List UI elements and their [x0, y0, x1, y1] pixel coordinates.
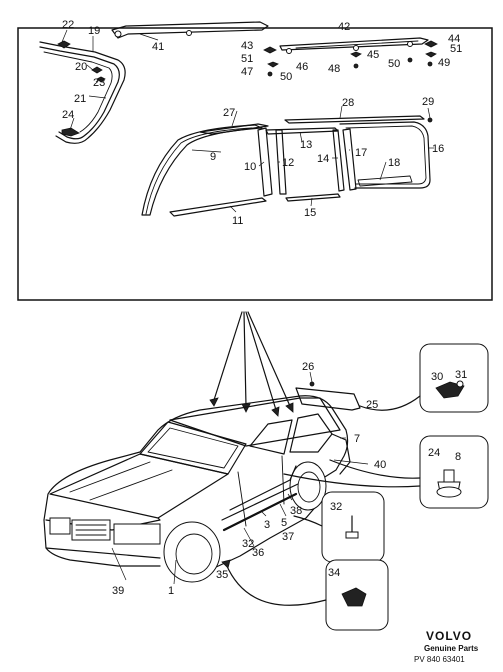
- callout-27: 27: [223, 107, 235, 119]
- callout-16: 16: [432, 143, 444, 155]
- callout-25: 25: [366, 399, 378, 411]
- callout-21: 21: [74, 93, 86, 105]
- callout-43: 43: [241, 40, 253, 52]
- callout-50a: 50: [280, 71, 292, 83]
- callout-28: 28: [342, 97, 354, 109]
- callout-1: 1: [168, 585, 174, 597]
- callout-50b: 50: [388, 58, 400, 70]
- brand-block: VOLVO Genuine Parts PV 840 63401: [414, 629, 479, 664]
- callout-41: 41: [152, 41, 164, 53]
- top-leaders: [61, 29, 434, 213]
- callout-26: 26: [302, 361, 314, 373]
- callout-40: 40: [374, 459, 386, 471]
- callout-36: 36: [252, 547, 264, 559]
- callout-38: 38: [290, 505, 302, 517]
- car-leaders: [111, 371, 369, 585]
- brand-subtitle: Genuine Parts: [424, 644, 479, 653]
- callout-14: 14: [317, 153, 329, 165]
- callout-29: 29: [422, 96, 434, 108]
- callout-34: 34: [328, 567, 340, 579]
- callout-22: 22: [62, 19, 74, 31]
- callout-18: 18: [388, 157, 400, 169]
- callout-13: 13: [300, 139, 312, 151]
- callout-49: 49: [438, 57, 450, 69]
- callout-5: 5: [281, 517, 287, 529]
- clip-20: [91, 66, 103, 74]
- car-callouts: 26 25 30 31 7 24 8 40 32 34 3 5 38 37 32…: [112, 361, 467, 597]
- brand-code: PV 840 63401: [414, 655, 465, 664]
- callout-48: 48: [328, 63, 340, 75]
- callout-24b: 24: [428, 447, 440, 459]
- callout-7: 7: [354, 433, 360, 445]
- callout-42: 42: [338, 21, 350, 33]
- car-illustration: [43, 381, 361, 583]
- callout-8: 8: [455, 451, 461, 463]
- clip-24: [61, 127, 80, 137]
- callout-35: 35: [216, 569, 228, 581]
- callout-45: 45: [367, 49, 379, 61]
- rear-window-molding: [39, 40, 126, 144]
- detail-bubble-34: [221, 559, 389, 631]
- roof-rail-41: [111, 21, 269, 39]
- callout-15: 15: [304, 207, 316, 219]
- top-callouts: 22 19 20 23 21 24 41 42 43 51 47 50 46 4…: [62, 19, 462, 227]
- callout-32b: 32: [242, 538, 254, 550]
- callout-51b: 51: [450, 43, 462, 55]
- roof-rail-42: [263, 37, 438, 77]
- detail-bubble-30-31: [359, 343, 489, 413]
- detail-panel: 22 19 20 23 21 24 41 42 43 51 47 50 46 4…: [17, 19, 493, 301]
- callout-10: 10: [244, 161, 256, 173]
- pointer-arrows: [209, 311, 294, 417]
- callout-30: 30: [431, 371, 443, 383]
- callout-19: 19: [88, 25, 100, 37]
- callout-47: 47: [241, 66, 253, 78]
- detail-bubble-32: [293, 491, 385, 563]
- callout-51a: 51: [241, 53, 253, 65]
- callout-3: 3: [264, 519, 270, 531]
- detail-bubble-24-8: [283, 435, 489, 509]
- callout-39: 39: [112, 585, 124, 597]
- brand-name: VOLVO: [426, 629, 472, 643]
- callout-37: 37: [282, 531, 294, 543]
- callout-9: 9: [210, 151, 216, 163]
- door-moldings: [141, 115, 433, 217]
- callout-24: 24: [62, 109, 74, 121]
- callout-12: 12: [282, 157, 294, 169]
- callout-11: 11: [232, 215, 243, 227]
- callout-20: 20: [75, 61, 87, 73]
- callout-46: 46: [296, 61, 308, 73]
- callout-31: 31: [455, 369, 467, 381]
- clip-23: [96, 76, 106, 83]
- callout-17: 17: [355, 147, 367, 159]
- callout-44: 44: [448, 33, 460, 45]
- callout-32a: 32: [330, 501, 342, 513]
- callout-23: 23: [93, 77, 105, 89]
